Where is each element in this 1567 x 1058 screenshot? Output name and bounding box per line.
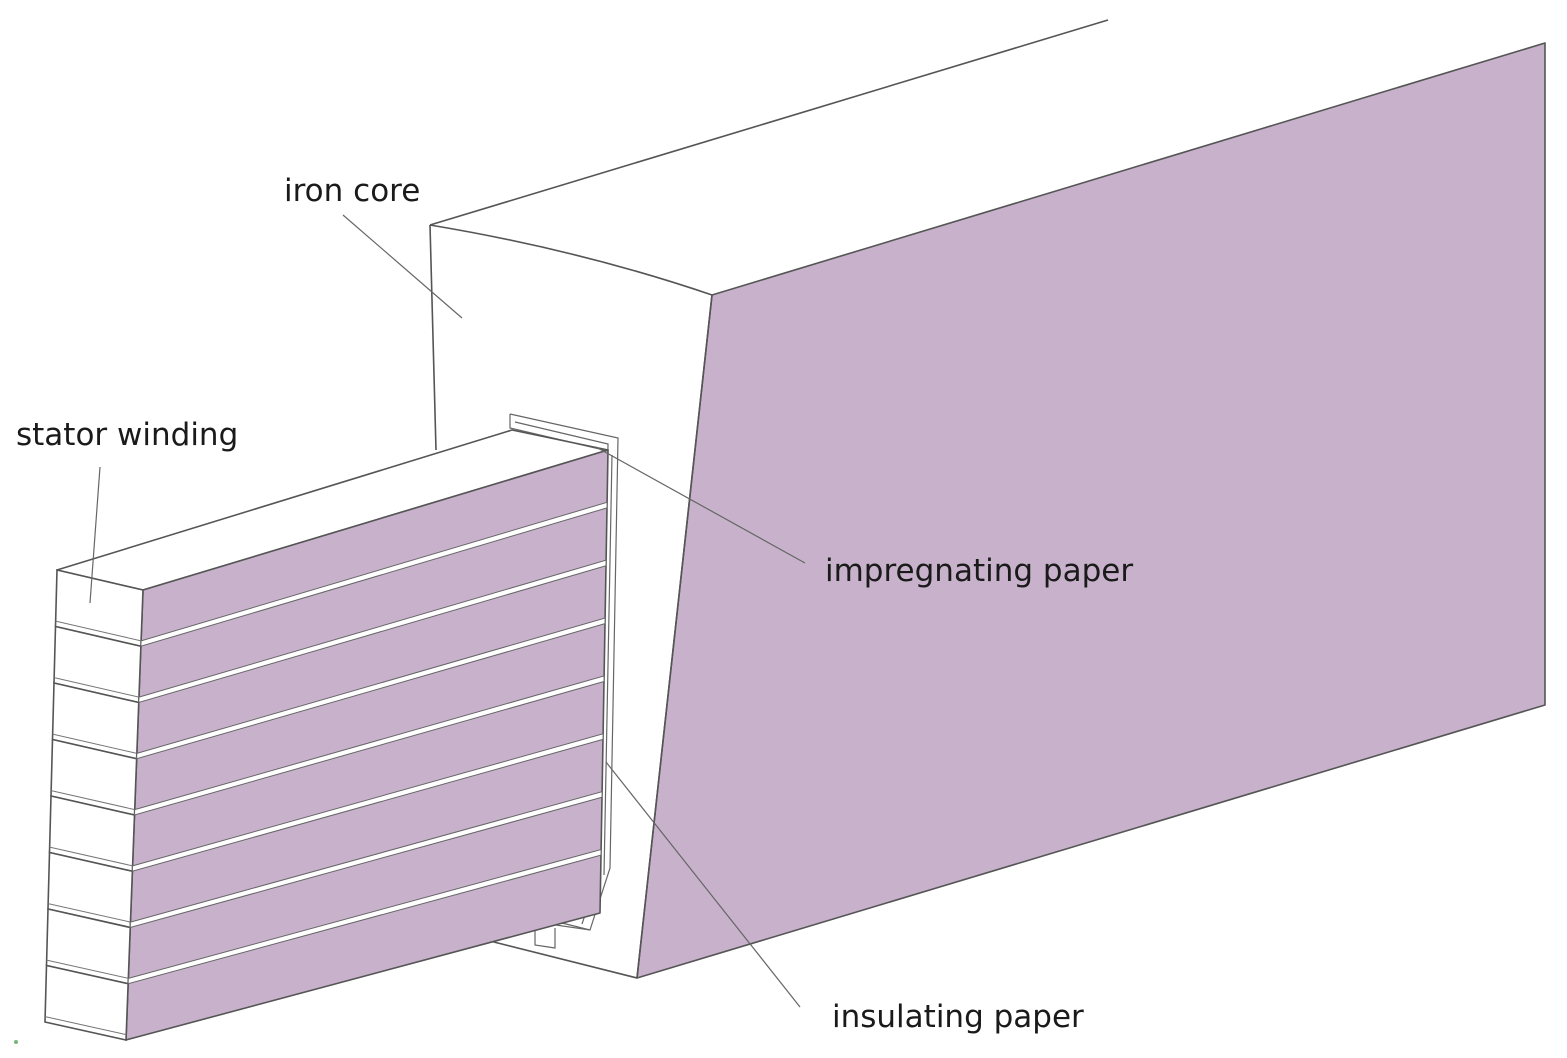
winding-conductor-gap — [49, 846, 133, 867]
winding-groove — [140, 501, 608, 647]
iron-core-top-edge — [429, 19, 1109, 226]
winding-groove — [138, 559, 607, 704]
winding-groove — [131, 733, 604, 872]
impregnating-paper-leader — [595, 446, 806, 564]
leader-lines — [89, 214, 806, 1008]
iron-core-left-edge — [429, 224, 437, 451]
winding-conductor-gap — [46, 959, 129, 979]
stator-winding — [44, 429, 609, 1041]
winding-groove — [127, 848, 602, 985]
winding-groove — [129, 791, 603, 929]
winding-conductor-gap — [54, 677, 140, 698]
impregnating-paper-outline — [509, 413, 619, 931]
label-stator-winding: stator winding — [16, 417, 239, 453]
iron-core-leader — [342, 214, 463, 319]
iron-core-slot-wall — [636, 294, 713, 979]
iron-core-front-top-edge — [429, 224, 713, 296]
stator-winding-leader — [89, 466, 101, 604]
insulating-paper-strip — [603, 454, 613, 876]
small-mark — [14, 1040, 18, 1044]
winding-conductor-gap — [52, 733, 137, 754]
winding-conductor-gap — [55, 620, 142, 642]
liner-foot — [534, 922, 556, 949]
winding-conductor-gap — [48, 903, 131, 923]
iron-core-side-face — [636, 42, 1546, 979]
insulating-paper-leader — [605, 761, 801, 1008]
winding-groove — [136, 617, 606, 760]
winding-conductor-gap — [51, 790, 135, 811]
label-impregnating-paper: impregnating paper — [825, 553, 1134, 589]
label-iron-core: iron core — [284, 173, 421, 209]
winding-end-face — [44, 568, 144, 1041]
iron-core — [429, 19, 1546, 979]
winding-conductor-gap — [45, 1016, 127, 1036]
winding-grooves — [127, 501, 608, 985]
label-insulating-paper: insulating paper — [832, 999, 1084, 1035]
winding-groove — [133, 675, 605, 816]
iron-core-slot-bottom — [477, 937, 638, 979]
